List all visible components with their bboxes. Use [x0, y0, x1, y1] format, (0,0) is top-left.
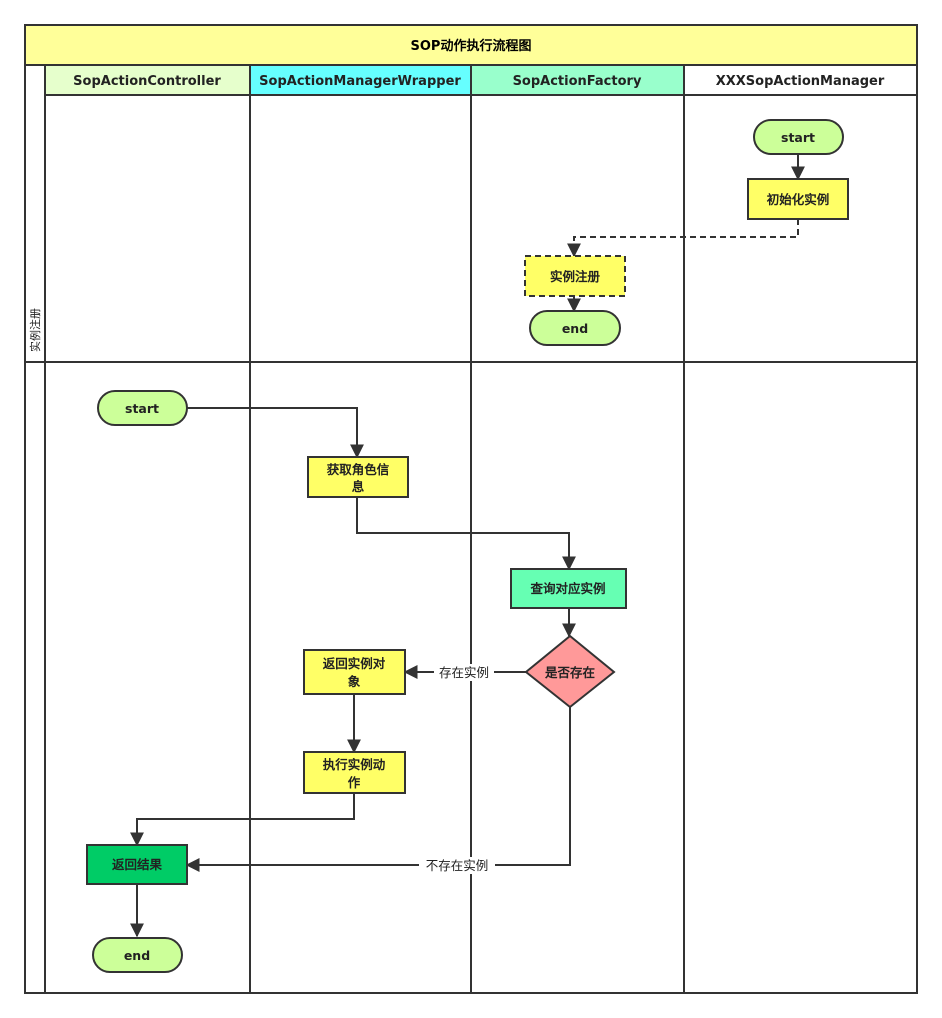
node-start-execution	[97, 390, 188, 426]
row-label-registration: 实例注册	[28, 308, 42, 352]
diagram-title: SOP动作执行流程图	[411, 38, 532, 54]
edge-execute-to-return-result	[130, 793, 355, 847]
node-query-instance-label: 查询对应实例	[529, 581, 605, 596]
node-end-registration-label: end	[562, 321, 588, 336]
edge-label-exists-bg	[434, 664, 494, 681]
edge-decision-to-return-result	[185, 706, 571, 872]
edge-label-not-exists-bg	[419, 857, 495, 874]
node-start-registration-label: start	[781, 130, 815, 145]
node-end-registration	[529, 310, 621, 346]
node-start-registration	[753, 119, 844, 155]
node-exists-decision-label: 是否存在	[544, 665, 595, 680]
edge-init-to-register	[567, 219, 799, 258]
node-exists-decision	[524, 634, 616, 709]
node-register-instance	[524, 255, 626, 297]
node-end-execution	[92, 937, 183, 973]
node-get-role-info-label-line1: 获取角色信	[327, 462, 390, 477]
lane-label-wrapper: SopActionManagerWrapper	[259, 74, 461, 89]
node-init-instance	[747, 178, 849, 220]
node-return-result-label: 返回结果	[112, 857, 163, 872]
node-return-result	[86, 844, 188, 885]
lane-label-factory: SopActionFactory	[513, 74, 642, 89]
lane-header-manager	[683, 64, 918, 96]
node-return-instance-label-line1: 返回实例对	[323, 656, 386, 671]
lane-label-controller: SopActionController	[73, 74, 221, 89]
node-return-instance	[303, 649, 406, 695]
node-query-instance	[510, 568, 627, 609]
row-header-column	[24, 64, 46, 994]
node-execute-action-label-line1: 执行实例动	[323, 757, 386, 772]
edge-label-not-exists: 不存在实例	[426, 858, 489, 873]
node-get-role-info	[307, 456, 409, 498]
node-start-execution-label: start	[125, 401, 159, 416]
lane-header-factory	[470, 64, 685, 96]
lane-label-manager: XXXSopActionManager	[716, 74, 885, 89]
node-return-instance-label-line2: 象	[348, 674, 361, 689]
edge-start-to-get-role	[186, 407, 364, 459]
title-bar	[24, 24, 918, 66]
node-execute-action	[303, 751, 406, 794]
edge-label-exists: 存在实例	[439, 665, 489, 680]
node-init-instance-label: 初始化实例	[767, 192, 830, 207]
edge-get-role-to-query	[356, 497, 576, 571]
node-get-role-info-label-line2: 息	[352, 479, 365, 494]
node-execute-action-label-line2: 作	[348, 775, 361, 790]
lane-header-controller	[44, 64, 251, 96]
node-register-instance-label: 实例注册	[550, 269, 601, 284]
node-end-execution-label: end	[124, 948, 150, 963]
